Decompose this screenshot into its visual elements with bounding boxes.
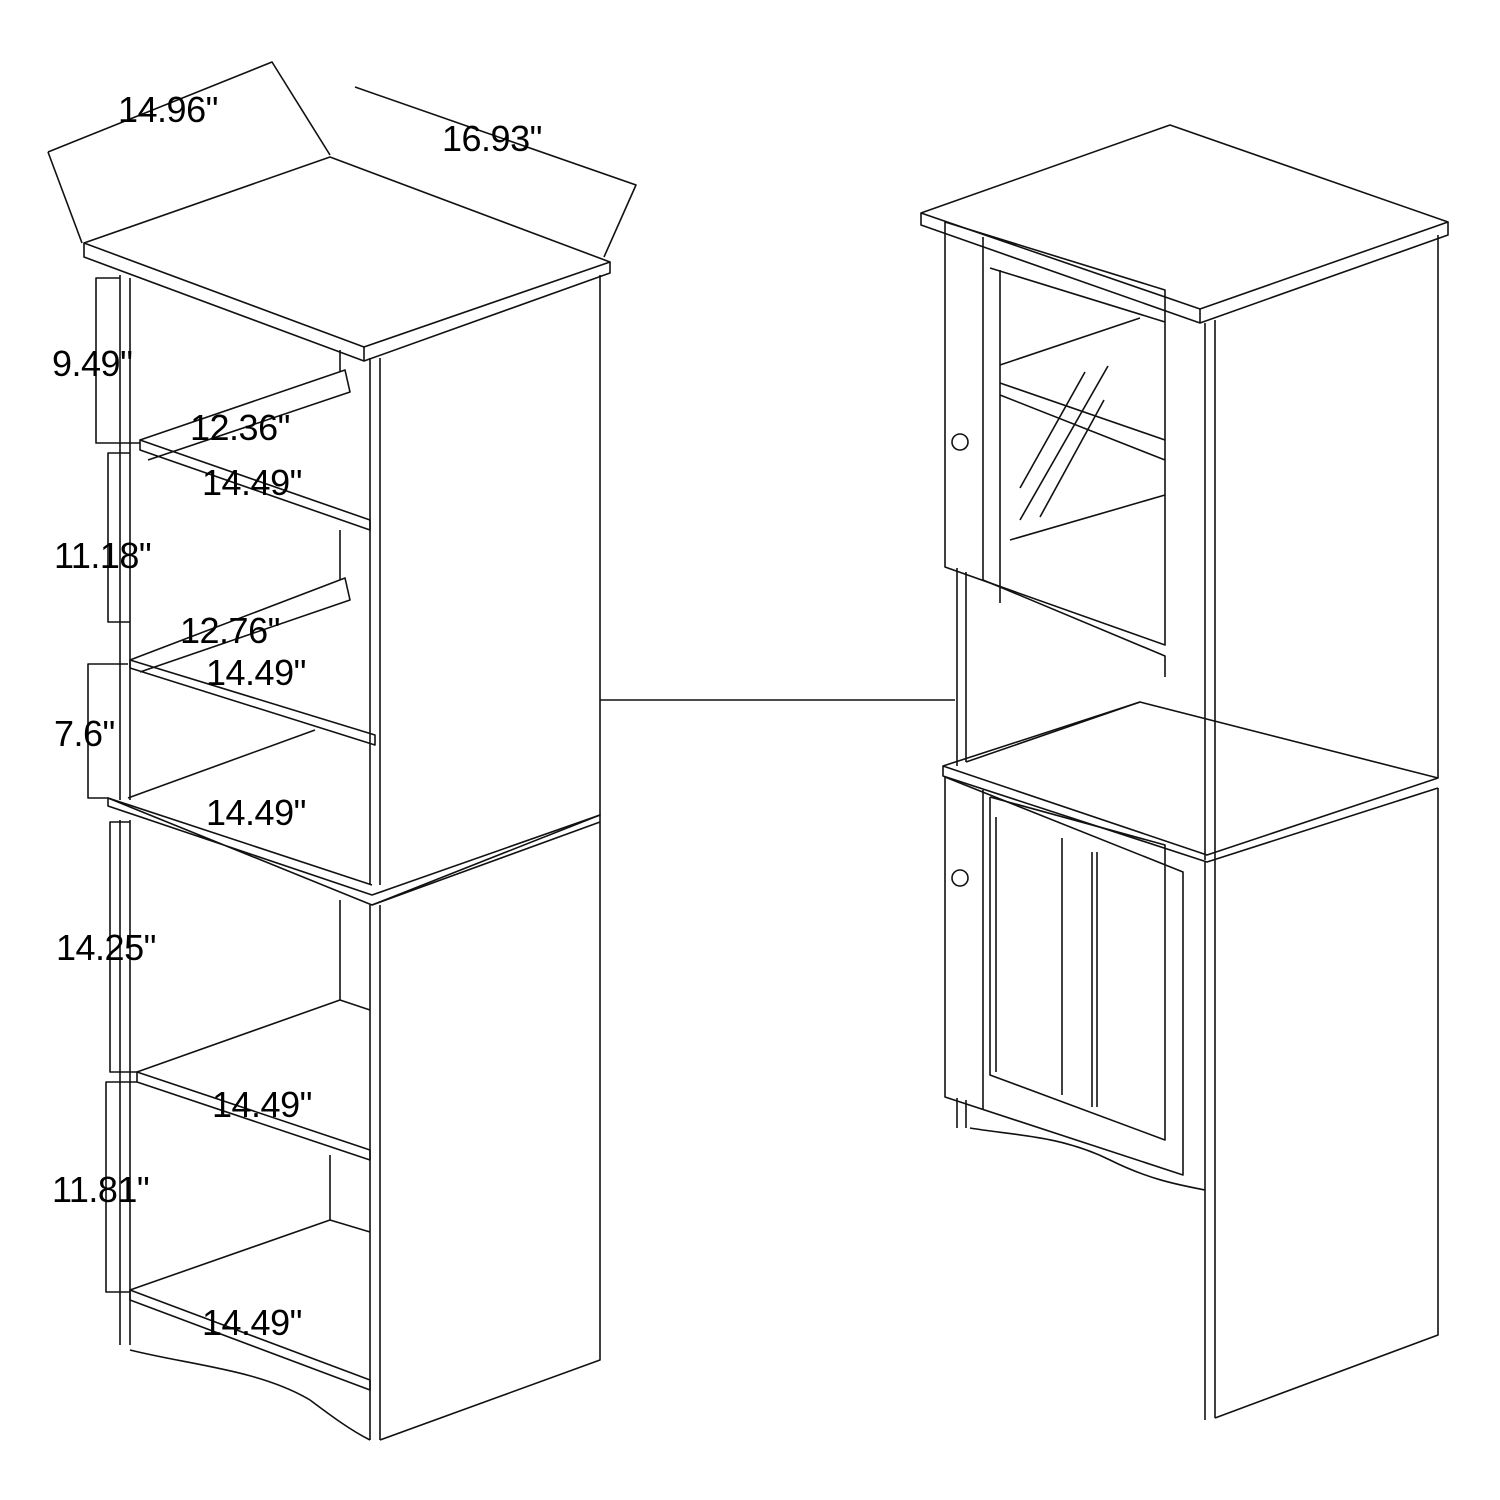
lower-shelf-width-2-label: 14.49" [202, 1302, 302, 1343]
top-board [83, 156, 611, 348]
middle-divider [107, 797, 601, 906]
lower-height-2-label: 11.81" [52, 1169, 150, 1210]
left-cabinet [47, 61, 955, 1441]
shelf-width-3-label: 14.49" [206, 792, 306, 833]
upper-height-2-label: 11.18" [54, 535, 152, 576]
dim-line-depth [47, 61, 331, 156]
upper-knob-icon [951, 433, 969, 451]
shelf-depth-1-label: 12.36" [190, 407, 290, 448]
upper-height-3-label: 7.6" [54, 713, 115, 754]
lower-shelf-width-1-label: 14.49" [212, 1084, 312, 1125]
top-depth-label: 14.96" [118, 89, 218, 130]
shelf-width-1-label: 14.49" [202, 462, 302, 503]
counter-board [942, 701, 1439, 856]
top-width-label: 16.93" [442, 118, 542, 159]
lower-knob-icon [951, 869, 969, 887]
upper-height-1-label: 9.49" [52, 343, 133, 384]
side-panel-upper [371, 275, 601, 906]
shelf-width-2-label: 14.49" [206, 652, 306, 693]
shelf-depth-2-label: 12.76" [180, 610, 280, 651]
glass-door [944, 221, 1166, 646]
panel-door [944, 776, 1184, 1176]
dim-line-width [354, 86, 637, 258]
lower-height-1-label: 14.25" [56, 927, 156, 968]
right-cabinet [920, 124, 1449, 1420]
